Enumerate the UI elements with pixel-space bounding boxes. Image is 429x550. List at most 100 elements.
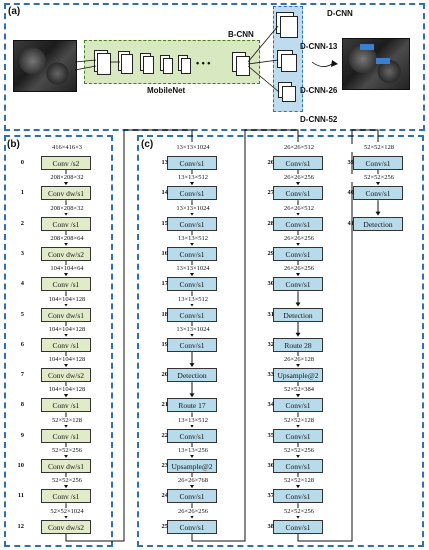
layer-index: 24	[161, 492, 169, 500]
flow-arrowhead	[189, 423, 195, 428]
tensor-shape-label: 26×26×256	[162, 507, 224, 516]
layer-node: Conv /s2	[41, 156, 91, 170]
layer-node: Conv/s1	[273, 489, 323, 504]
flow-arrowhead	[63, 363, 69, 368]
flow-arrowhead	[63, 302, 69, 307]
flow-arrowhead	[295, 272, 301, 277]
layer-node: Conv /s1	[41, 337, 91, 352]
flow-arrowhead	[63, 454, 69, 458]
bcnn-label: B-CNN	[228, 30, 254, 39]
flow-arrowhead	[189, 272, 195, 277]
tensor-shape-label: 52×52×256	[36, 447, 98, 455]
flow-arrowhead	[295, 393, 301, 398]
layer-index: 23	[161, 462, 169, 469]
layer-index: 17	[161, 280, 169, 288]
tensor-shape-label: 52×52×256	[268, 507, 330, 516]
layer-node: Conv /s1	[41, 277, 91, 292]
layer-node: Detection	[273, 307, 323, 322]
layer-index: 30	[267, 280, 275, 288]
tensor-shape-label: 208×208×32	[36, 174, 98, 183]
layer-node: Conv/s1	[273, 156, 323, 170]
tensor-shape-label: 208×208×32	[36, 204, 98, 213]
layer-index: 32	[267, 340, 275, 348]
dcnn-label: D-CNN	[327, 9, 353, 18]
layer-node: Conv dw/s1	[41, 459, 91, 473]
tensor-shape-label: 13×13×512	[162, 234, 224, 243]
flow-arrowhead	[295, 211, 301, 216]
layer-node: Conv/s1	[273, 186, 323, 201]
ellipsis: • • •	[196, 58, 211, 68]
tensor-shape-label: 26×26×512	[268, 144, 330, 152]
connector-line	[191, 129, 299, 542]
layer-index: 29	[267, 249, 275, 257]
dcnn52-label: D-CNN-52	[300, 115, 338, 124]
layer-node: Conv/s1	[167, 277, 217, 292]
layer-index: 19	[161, 340, 169, 348]
tensor-shape-label: 13×13×512	[162, 416, 224, 425]
flow-arrowhead	[189, 332, 195, 337]
flow-arrowhead	[375, 211, 381, 216]
layer-index: 8	[20, 401, 24, 409]
tensor-shape-label: 26×26×512	[268, 204, 330, 213]
layer-index: 13	[161, 159, 169, 166]
layer-node: Conv/s1	[353, 186, 403, 201]
layer-index: 26	[267, 159, 275, 166]
flow-arrowhead	[295, 484, 301, 489]
layer-node: Conv/s1	[167, 246, 217, 261]
layer-node: Conv/s1	[273, 398, 323, 413]
flow-arrowhead	[295, 332, 301, 337]
flow-arrowhead	[63, 514, 69, 519]
flow-arrowhead	[295, 241, 301, 246]
flow-arrowhead	[189, 181, 195, 186]
tensor-shape-label: 208×208×64	[36, 234, 98, 243]
layer-index: 22	[161, 431, 169, 439]
panel-a	[4, 3, 425, 131]
flow-arrowhead	[63, 211, 69, 216]
layer-node: Detection	[353, 216, 403, 231]
tensor-shape-label: 26×26×768	[162, 477, 224, 486]
flow-arrowhead	[189, 363, 195, 368]
connector-line	[297, 129, 379, 542]
layer-node: Conv/s1	[273, 216, 323, 231]
layer-node: Conv dw/s2	[41, 368, 91, 383]
top-connector-lines	[74, 25, 338, 93]
layer-index: 40	[347, 189, 355, 197]
layer-node: Conv/s1	[167, 216, 217, 231]
flow-arrowhead	[295, 423, 301, 428]
tensor-shape-label: 52×52×256	[36, 477, 98, 486]
layer-node: Conv/s1	[167, 519, 217, 534]
detection-box	[376, 58, 390, 64]
feature-map	[181, 58, 191, 74]
feature-map	[163, 58, 173, 74]
feature-map	[280, 16, 298, 38]
feature-map	[97, 53, 111, 75]
flow-arrowhead	[63, 393, 69, 398]
layer-index: 1	[20, 189, 24, 197]
tensor-shape-label: 13×13×512	[162, 174, 224, 183]
layer-index: 14	[161, 189, 169, 197]
tensor-shape-label: 52×52×256	[348, 174, 410, 183]
layer-index: 16	[161, 249, 169, 257]
layer-node: Conv/s1	[273, 246, 323, 261]
layer-index: 41	[347, 219, 355, 227]
layer-node: Conv/s1	[167, 156, 217, 170]
layer-node: Upsample@2	[273, 368, 323, 383]
flow-arrowhead	[295, 514, 301, 519]
tensor-shape-label: 52×52×384	[268, 386, 330, 395]
layer-index: 33	[267, 371, 275, 379]
layer-node: Conv/s1	[167, 307, 217, 322]
layer-node: Route 17	[167, 398, 217, 413]
layer-node: Conv /s1	[41, 489, 91, 504]
layer-index: 9	[20, 431, 24, 439]
layer-node: Conv/s1	[353, 156, 403, 170]
connector-line	[65, 129, 193, 542]
layer-index: 37	[267, 492, 275, 500]
layer-node: Conv dw/s2	[41, 246, 91, 261]
layer-index: 15	[161, 219, 169, 227]
tensor-shape-label: 104×104×128	[36, 356, 98, 365]
layer-index: 0	[20, 159, 24, 166]
flow-arrowhead	[189, 454, 195, 458]
layer-node: Upsample@2	[167, 459, 217, 473]
tensor-shape-label: 104×104×128	[36, 295, 98, 304]
